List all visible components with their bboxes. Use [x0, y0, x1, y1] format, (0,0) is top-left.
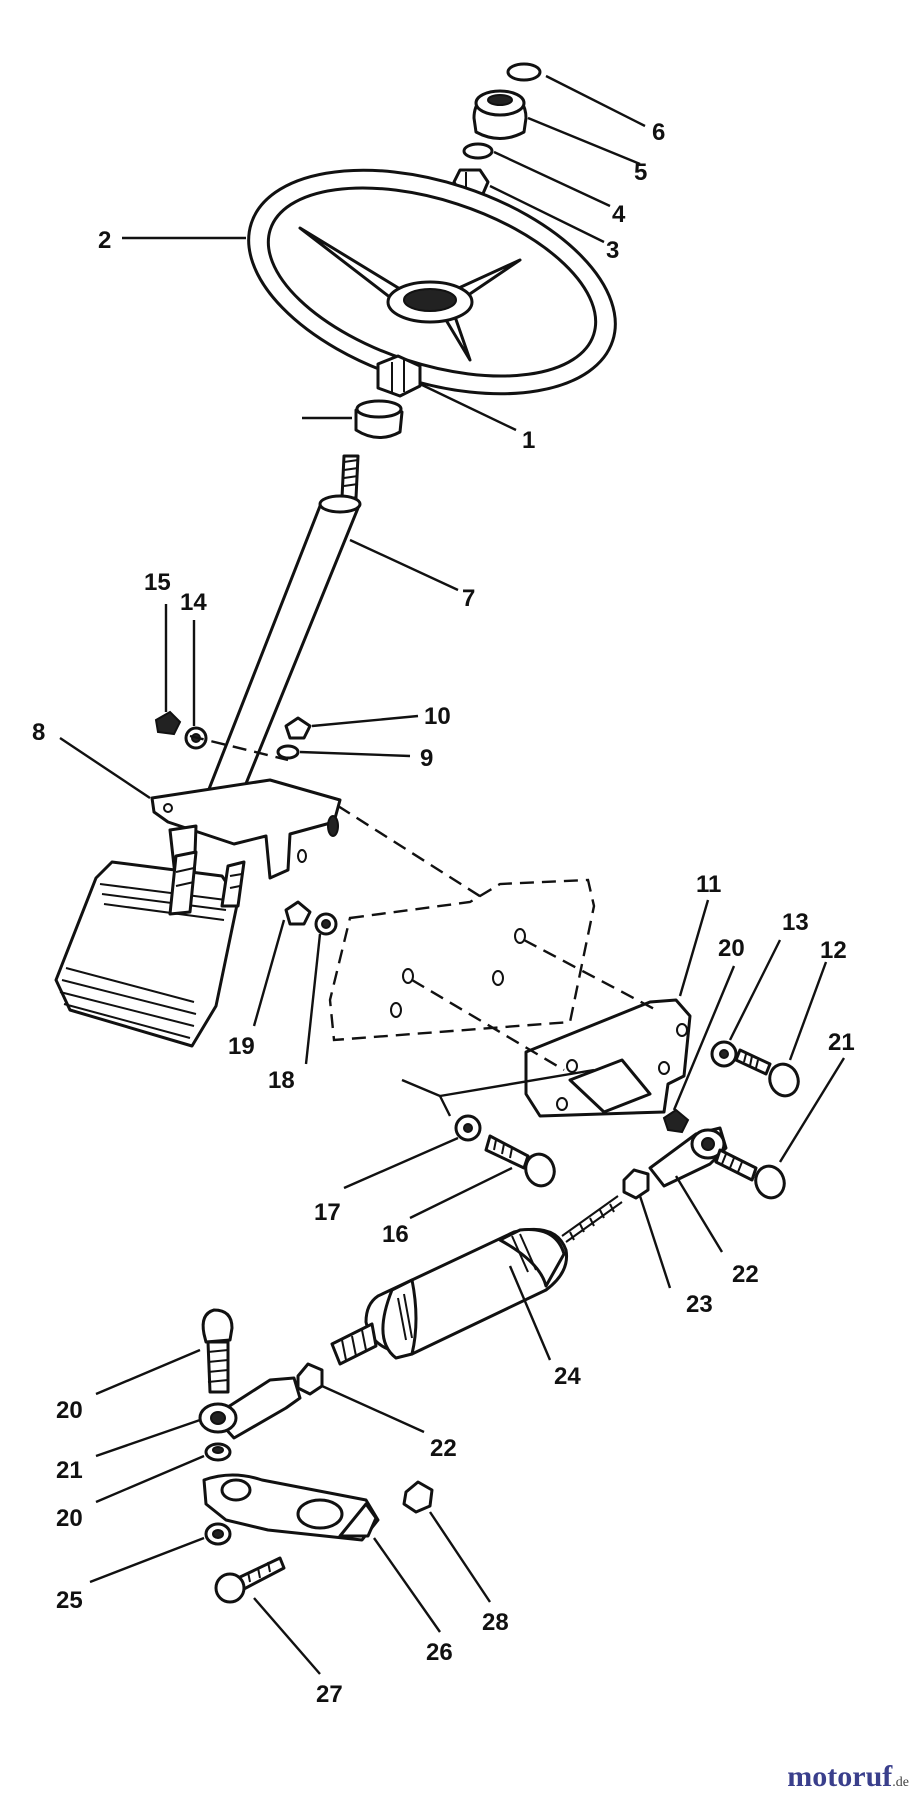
callout-22-lower: 21 — [56, 1457, 83, 1484]
part-collar — [354, 399, 404, 439]
callout-25: 26 — [426, 1639, 453, 1666]
watermark-suffix: .de — [892, 1775, 909, 1790]
part-washer-18 — [314, 912, 338, 936]
callout-22-upper: 22 — [732, 1261, 759, 1288]
callout-27: 27 — [316, 1681, 343, 1708]
callout-21-lower: 20 — [56, 1397, 83, 1424]
callout-20-lower: 20 — [56, 1505, 83, 1532]
part-hub-insert — [472, 89, 528, 140]
callout-8: 8 — [32, 719, 45, 746]
part-bushing — [376, 354, 422, 398]
callout-12: 12 — [820, 937, 847, 964]
part-washer-17 — [454, 1114, 482, 1142]
part-steering-cylinder — [330, 1195, 623, 1366]
part-washer-20-lower — [204, 1442, 232, 1462]
part-washer-26 — [204, 1522, 232, 1546]
part-nut-23-upper — [622, 1168, 650, 1200]
callout-1: 1 — [522, 427, 535, 454]
callout-23-upper: 23 — [686, 1291, 713, 1318]
watermark-main: motoruf — [787, 1760, 893, 1793]
part-steering-gearbox — [54, 850, 246, 1048]
part-nut-10 — [284, 716, 312, 740]
part-bolt-12 — [734, 1048, 800, 1098]
callout-3: 3 — [606, 237, 619, 264]
part-lower-bracket — [524, 998, 692, 1118]
callout-23-lower: 22 — [430, 1435, 457, 1462]
callout-5: 5 — [634, 159, 647, 186]
part-steering-arm — [202, 1473, 380, 1542]
assembly-lines — [189, 734, 661, 1072]
part-washer-9 — [276, 744, 300, 760]
part-rod-end-22-upper — [648, 1126, 728, 1188]
callout-2: 2 — [98, 227, 111, 254]
callout-28: 28 — [482, 1609, 509, 1636]
callout-7: 7 — [462, 585, 475, 612]
callout-18: 18 — [268, 1067, 295, 1094]
callout-13: 13 — [782, 909, 809, 936]
part-ring — [462, 142, 494, 160]
part-bolt-16 — [484, 1134, 556, 1188]
callout-26: 25 — [56, 1587, 83, 1614]
leader-lines — [59, 74, 846, 1675]
frame-outline-dashed — [328, 878, 596, 1042]
part-nut-15 — [154, 710, 182, 736]
part-nut-28 — [402, 1480, 434, 1514]
callout-10: 10 — [424, 703, 451, 730]
part-nut-20-upper — [662, 1108, 690, 1134]
callout-15: 15 — [144, 569, 171, 596]
part-bolt-21-upper — [714, 1148, 786, 1200]
part-cap — [506, 62, 542, 82]
part-washer-13 — [710, 1040, 738, 1068]
callout-9: 9 — [420, 745, 433, 772]
part-bolt-27 — [214, 1556, 286, 1604]
callout-labels: 6 5 4 3 2 1 7 15 14 8 10 9 11 20 13 12 2… — [32, 119, 855, 1708]
watermark: motoruf.de — [787, 1760, 909, 1794]
callout-21-upper: 21 — [828, 1029, 855, 1056]
callout-6: 6 — [652, 119, 665, 146]
callout-4: 4 — [612, 201, 626, 228]
part-rod-end-22-lower — [198, 1376, 302, 1440]
callout-14: 14 — [180, 589, 207, 616]
callout-24: 24 — [554, 1363, 581, 1390]
callout-16: 16 — [382, 1221, 409, 1248]
callout-20-upper: 20 — [718, 935, 745, 962]
part-bolt-21-lower — [201, 1308, 234, 1394]
part-nut-23-lower — [296, 1362, 324, 1396]
callout-19: 19 — [228, 1033, 255, 1060]
callout-11: 11 — [696, 871, 721, 898]
part-nut-19 — [284, 900, 312, 926]
part-steering-shaft — [198, 454, 362, 820]
callout-17: 17 — [314, 1199, 341, 1226]
